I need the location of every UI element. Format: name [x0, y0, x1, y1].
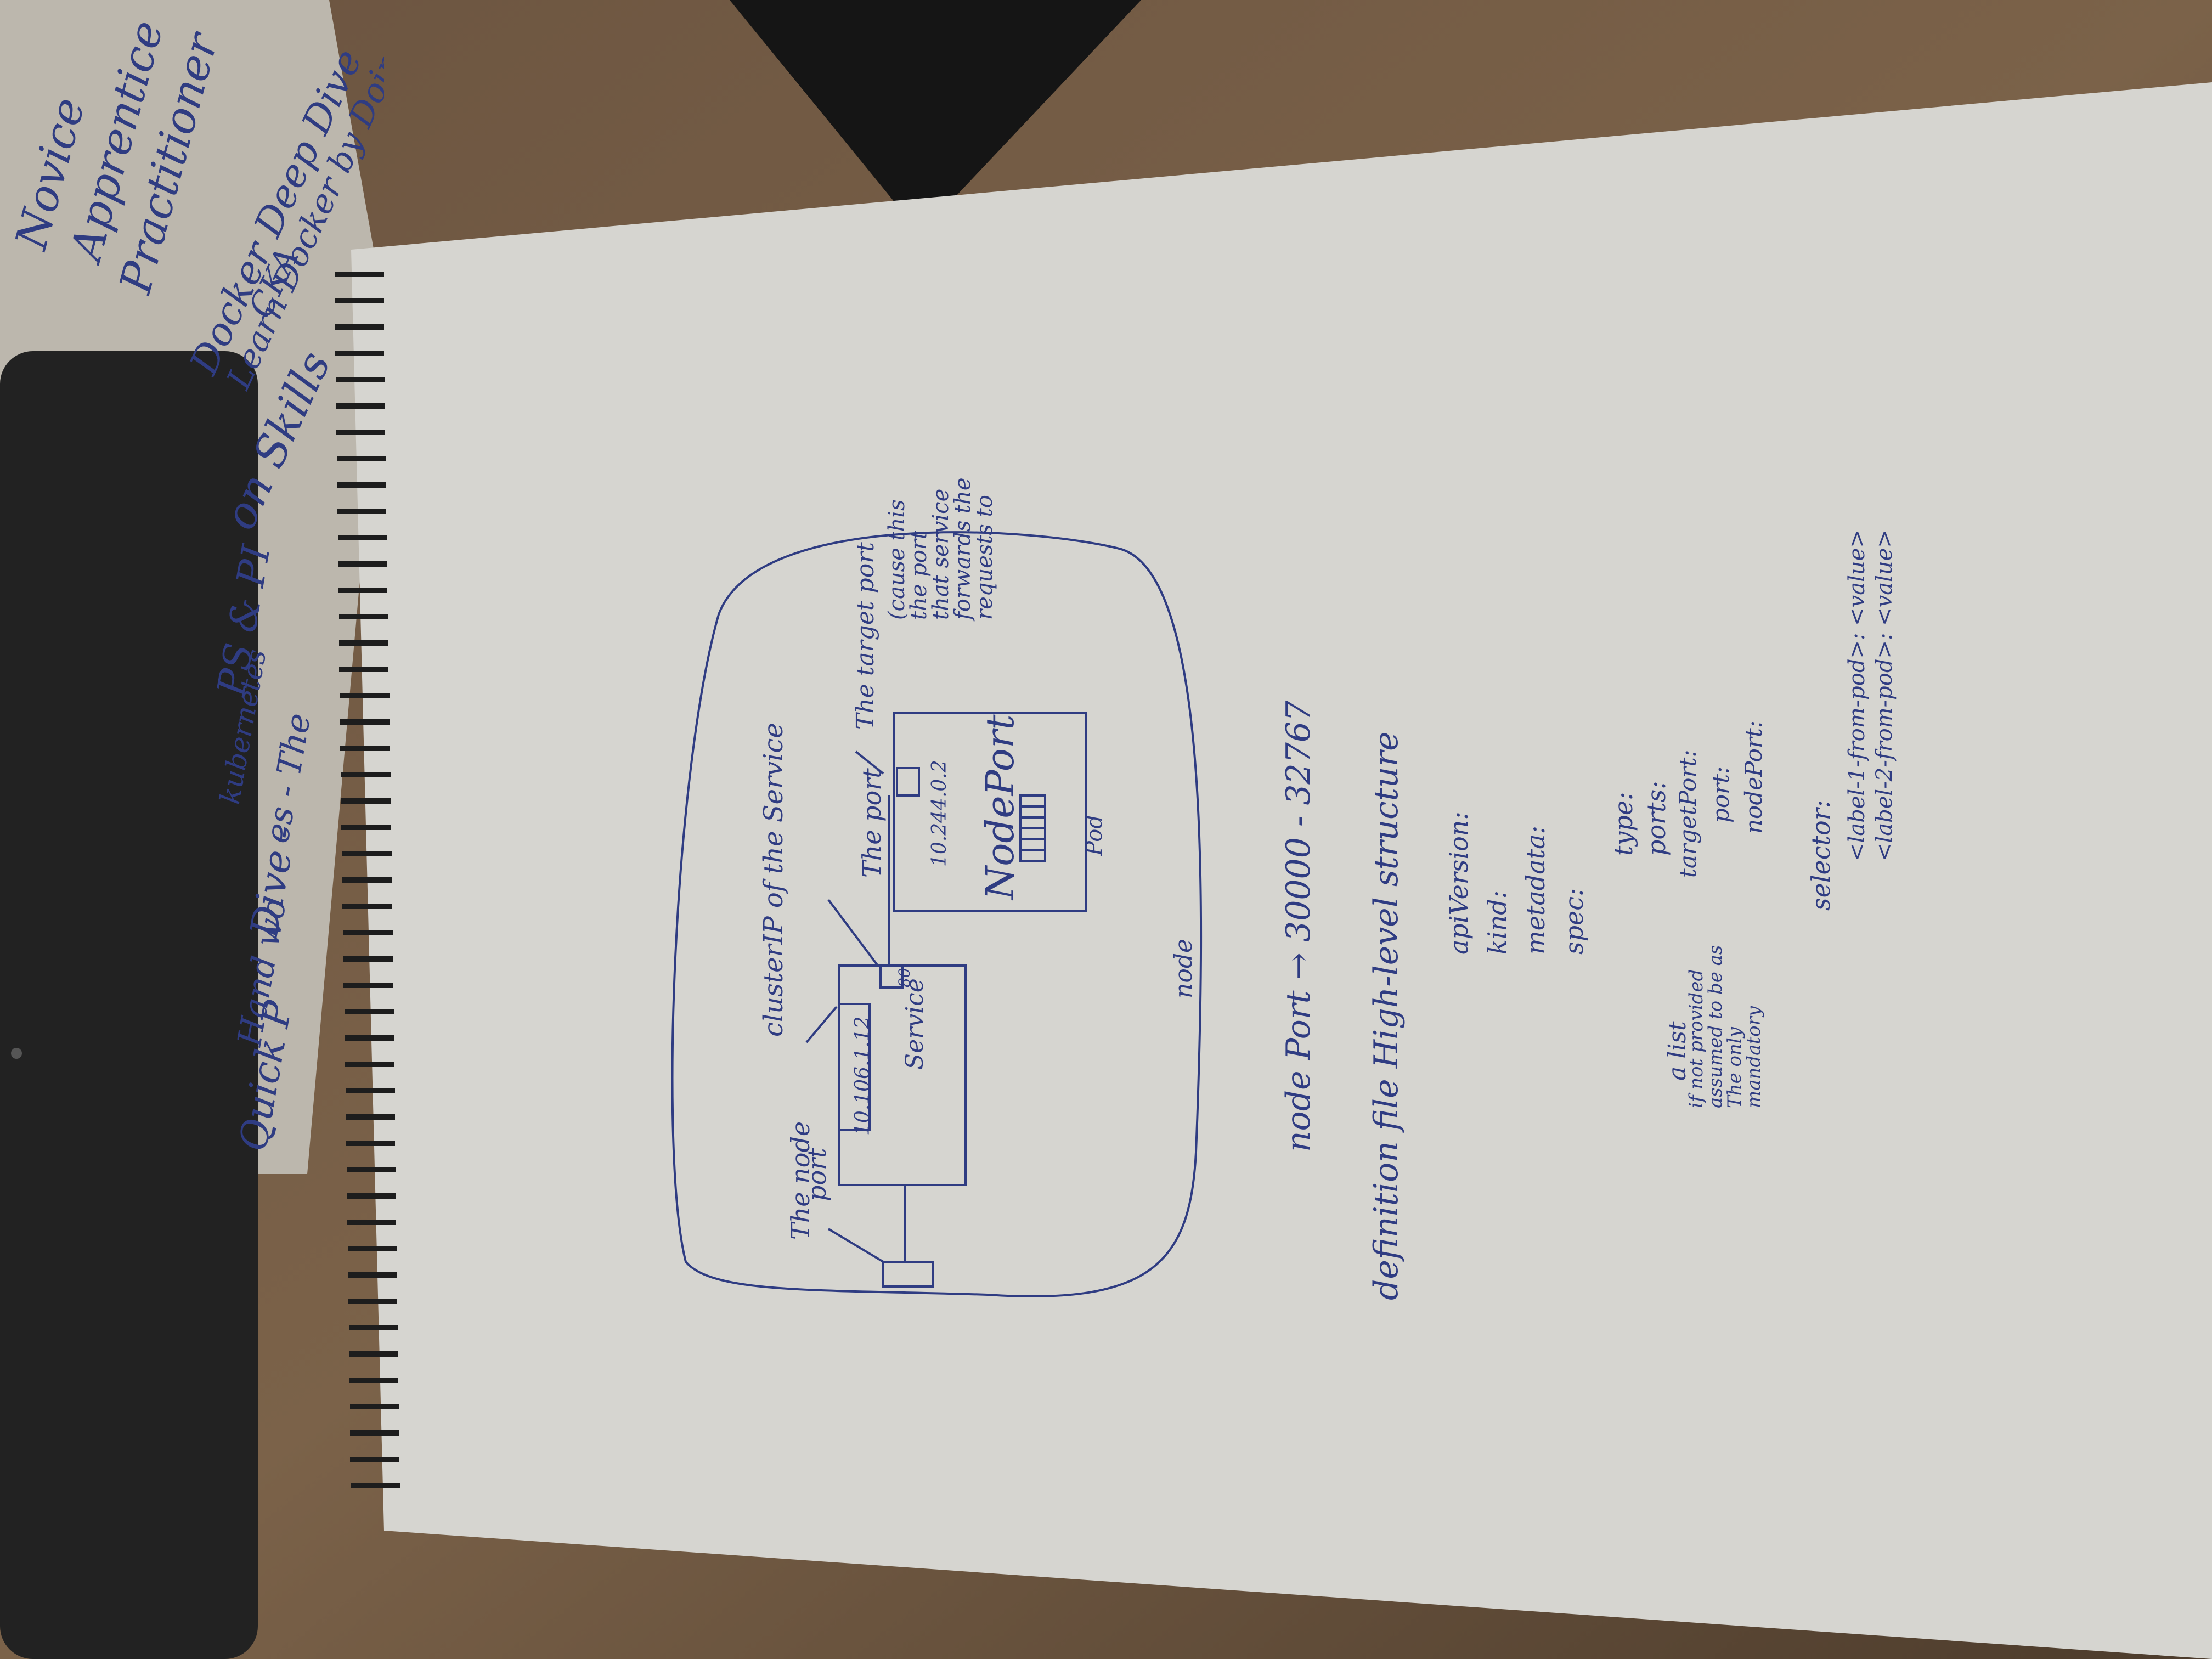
cluster-ip-label: clusterIP of the Service — [758, 723, 789, 1037]
node-label: node — [1170, 938, 1198, 998]
notebook-page — [351, 82, 2212, 1659]
service-port-box — [879, 964, 904, 989]
service-ip: 10.106.1.12 — [851, 1016, 874, 1136]
yaml-type: type: — [1609, 792, 1638, 856]
node-outline — [671, 531, 1203, 1297]
yaml-note-3: The only — [1724, 1027, 1746, 1108]
pod-ip: 10.244.0.2 — [928, 760, 951, 867]
spiral-binding — [335, 272, 400, 1488]
yaml-selector: selector: — [1806, 799, 1836, 911]
yaml-metadata: metadata: — [1521, 825, 1550, 955]
yaml-ports: ports: — [1641, 781, 1671, 856]
service-label: Service — [901, 978, 929, 1070]
pod-label: Pod — [1082, 815, 1107, 856]
target-note-5: requests to — [972, 495, 997, 620]
tablet — [0, 351, 258, 1659]
range-note: node Port → 30000 - 32767 — [1279, 700, 1318, 1152]
arrow-the-port — [827, 899, 879, 967]
definition-heading: definition file High-level structure — [1367, 731, 1406, 1300]
node-port-box — [882, 1261, 934, 1288]
pod-port-box — [896, 767, 920, 797]
laptop — [730, 0, 1141, 208]
page-title: NodePort — [978, 714, 1023, 900]
target-port-label: The target port — [851, 542, 879, 730]
service-ip-box — [838, 1003, 871, 1131]
yaml-port: port: — [1707, 766, 1734, 823]
arrow-cluster-ip — [805, 1006, 838, 1043]
yaml-label-1: <label-1-from-pod>: <value> — [1844, 529, 1870, 861]
yaml-spec: spec: — [1559, 888, 1589, 955]
yaml-api-version: apiVersion: — [1444, 811, 1474, 955]
service-port-box-label: 80 — [895, 968, 913, 988]
arrow-target-port — [855, 751, 884, 775]
yaml-target-port: targetPort: — [1674, 749, 1701, 878]
yaml-node-port: nodePort: — [1740, 720, 1767, 834]
node-port-label-2: port — [802, 1148, 832, 1201]
the-port-label: The port — [857, 768, 887, 878]
yaml-note-2: assumed to be as — [1705, 945, 1726, 1108]
yaml-note-4: mandatory — [1743, 1006, 1765, 1108]
yaml-kind: kind: — [1482, 890, 1512, 955]
node-diagram — [671, 531, 1203, 1297]
yaml-note-1: if not provided — [1685, 969, 1707, 1108]
pod-box — [893, 712, 1087, 912]
arrow-node-port — [827, 1228, 884, 1263]
yaml-label-2: <label-2-from-pod>: <value> — [1872, 529, 1897, 861]
